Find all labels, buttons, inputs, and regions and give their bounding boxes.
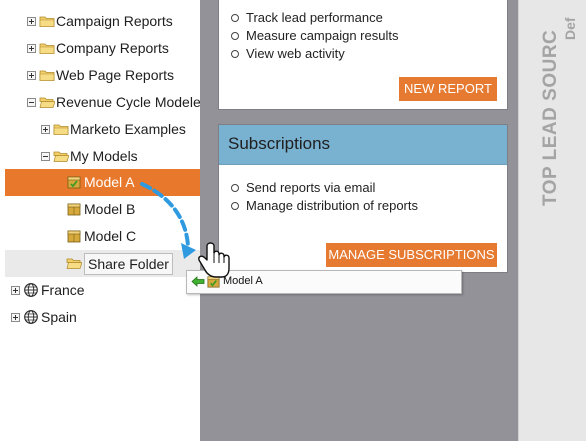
right-panel-subtitle: Def	[562, 17, 578, 40]
tree-item-label: Model B	[84, 201, 136, 217]
green-arrow-icon	[191, 276, 205, 287]
bullet-item: Send reports via email	[231, 179, 418, 197]
expand-icon[interactable]	[11, 286, 20, 295]
folder-open-icon	[66, 258, 82, 269]
drag-tooltip-label: Model A	[223, 275, 263, 287]
tree-item-share-folder[interactable]: Share Folder	[5, 250, 200, 277]
expand-icon[interactable]	[27, 44, 36, 53]
folder-icon	[39, 16, 55, 27]
model-icon	[67, 203, 81, 216]
subscriptions-header: Subscriptions	[219, 125, 507, 165]
right-panel	[518, 0, 586, 441]
folder-icon	[39, 70, 55, 81]
tree-item-label: France	[41, 282, 85, 298]
expand-icon[interactable]	[27, 17, 36, 26]
tree-item-label: Company Reports	[56, 40, 169, 56]
bullet-item: Manage distribution of reports	[231, 197, 418, 215]
subscriptions-card: Subscriptions Send reports via email Man…	[218, 124, 508, 273]
expand-icon[interactable]	[27, 71, 36, 80]
collapse-icon[interactable]	[27, 98, 36, 107]
report-tree: Campaign Reports Company Reports Web Pag…	[0, 0, 205, 441]
new-report-button[interactable]: NEW REPORT	[399, 77, 497, 101]
tree-item-label: Campaign Reports	[56, 13, 173, 29]
drag-tooltip: Model A	[186, 270, 462, 294]
globe-icon	[24, 310, 38, 324]
tree-item-model-b[interactable]: Model B	[0, 196, 200, 223]
tree-item-my-models[interactable]: My Models	[0, 143, 200, 170]
globe-icon	[24, 283, 38, 297]
reports-bullet-list: Track lead performance Measure campaign …	[231, 9, 398, 63]
tree-item-label: My Models	[70, 148, 138, 164]
tree-item-label: Share Folder	[84, 253, 173, 275]
expand-icon[interactable]	[11, 313, 20, 322]
tree-item-company-reports[interactable]: Company Reports	[0, 35, 200, 62]
content-panel: Track lead performance Measure campaign …	[200, 0, 518, 441]
bullet-item: View web activity	[231, 45, 398, 63]
tree-item-label: Web Page Reports	[56, 67, 175, 83]
bullet-item: Measure campaign results	[231, 27, 398, 45]
tree-item-model-c[interactable]: Model C	[0, 223, 200, 250]
model-icon	[67, 230, 81, 243]
tree-item-france[interactable]: France	[0, 277, 200, 304]
reports-card: Track lead performance Measure campaign …	[218, 0, 508, 110]
tree-item-spain[interactable]: Spain	[0, 304, 200, 331]
folder-icon	[39, 43, 55, 54]
tree-item-label: Marketo Examples	[70, 121, 186, 137]
tree-item-marketo-examples[interactable]: Marketo Examples	[0, 116, 200, 143]
folder-open-icon	[39, 97, 55, 108]
tree-item-model-a[interactable]: Model A	[5, 169, 200, 196]
model-icon	[67, 176, 81, 189]
folder-open-icon	[53, 151, 69, 162]
tree-item-web-page-reports[interactable]: Web Page Reports	[0, 62, 200, 89]
collapse-icon[interactable]	[41, 152, 50, 161]
subscriptions-bullet-list: Send reports via email Manage distributi…	[231, 179, 418, 215]
tree-item-label: Model A	[84, 174, 135, 190]
manage-subscriptions-button[interactable]: MANAGE SUBSCRIPTIONS	[326, 243, 497, 267]
model-icon	[207, 276, 220, 288]
bullet-item: Track lead performance	[231, 9, 398, 27]
tree-item-label: Model C	[84, 228, 137, 244]
tree-item-label: Spain	[41, 309, 77, 325]
top-lead-source-title: TOP LEAD SOURC	[540, 29, 561, 206]
subscriptions-title: Subscriptions	[228, 134, 331, 153]
tree-item-campaign-reports[interactable]: Campaign Reports	[0, 8, 200, 35]
folder-icon	[53, 124, 69, 135]
tree-item-label: Revenue Cycle Modeler	[56, 94, 206, 110]
expand-icon[interactable]	[41, 125, 50, 134]
tree-item-revenue-cycle-modeler[interactable]: Revenue Cycle Modeler	[0, 89, 205, 116]
